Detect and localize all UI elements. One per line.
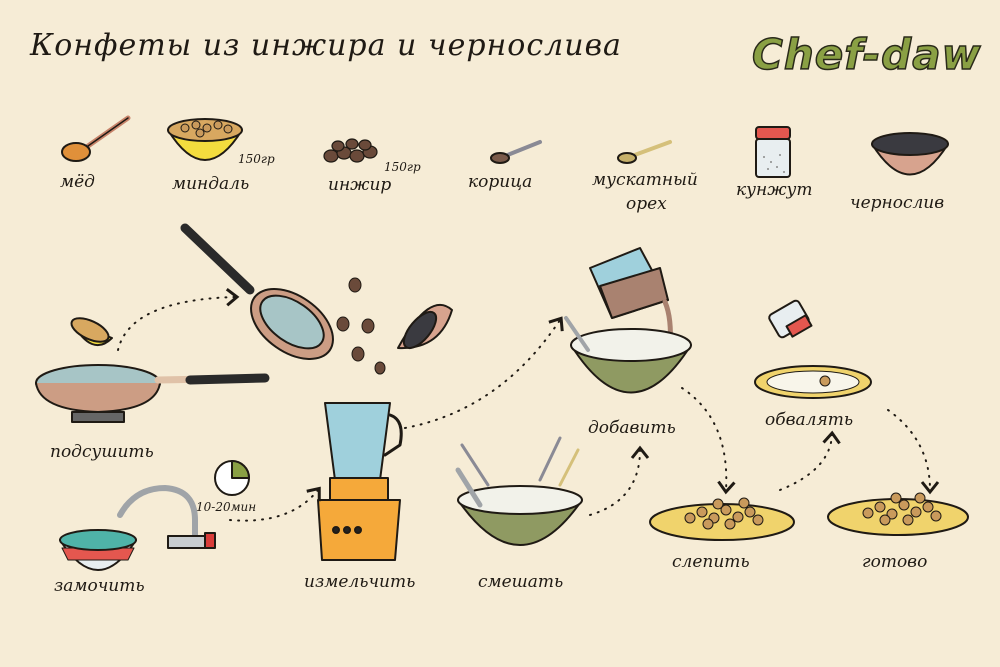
prunes-bowl-icon (871, 132, 949, 176)
timer-icon (214, 460, 250, 496)
label-cinnamon: корица (468, 172, 533, 192)
step-roll-label: обвалять (765, 410, 854, 430)
honey-spoon-icon (61, 115, 131, 162)
done-plate-icon (827, 492, 969, 536)
step-dry-label: подсушить (50, 442, 154, 462)
cinnamon-spoon-icon (490, 140, 542, 164)
step-mix-label: смешать (478, 572, 564, 592)
label-sesame: кунжут (736, 180, 813, 200)
almond-bowl-pour-icon (70, 317, 113, 347)
shape-plate-icon (649, 497, 795, 541)
step-done-label: готово (862, 552, 928, 572)
tossing-pan-icon (180, 223, 334, 360)
step-soak-label: замочить (54, 576, 145, 596)
label-fig: инжир (328, 175, 392, 195)
label-almond: миндаль (172, 174, 250, 194)
soak-bowl-icon (59, 529, 137, 571)
step-add-label: добавить (588, 418, 676, 438)
qty-almond: 150гр (238, 152, 275, 166)
falling-figs-icon (336, 277, 386, 375)
frying-pan-icon (35, 364, 270, 423)
prunes-bowl-pour-icon (397, 304, 453, 350)
brand-logo: Chef-daw (751, 29, 982, 80)
almond-bowl-icon (167, 118, 243, 161)
honey-jug-icon (589, 247, 673, 351)
roll-plate-icon (754, 365, 872, 399)
nutmeg-spoon-icon (617, 140, 672, 164)
sesame-shaker-icon (768, 299, 813, 339)
flow-arrows (117, 288, 940, 522)
mixing-bowl-icon (455, 467, 583, 546)
step-shape-label: слепить (672, 552, 750, 572)
blender-icon (317, 402, 403, 561)
step-grind-label: измельчить (304, 572, 416, 592)
label-nutmeg-1: мускатный (592, 170, 698, 190)
add-bowl-icon (564, 316, 692, 394)
label-prunes: чернослив (850, 193, 945, 213)
faucet-icon (117, 485, 216, 549)
soak-time-label: 10-20мин (196, 500, 257, 514)
qty-fig: 150гр (384, 160, 421, 174)
page-title: Конфеты из инжира и чернослива (30, 28, 622, 63)
label-nutmeg-2: орех (626, 194, 667, 214)
spice-spoons-icon (460, 436, 580, 487)
sesame-jar-icon (755, 126, 791, 178)
label-honey: мёд (60, 172, 95, 192)
fig-pile-icon (323, 138, 378, 163)
